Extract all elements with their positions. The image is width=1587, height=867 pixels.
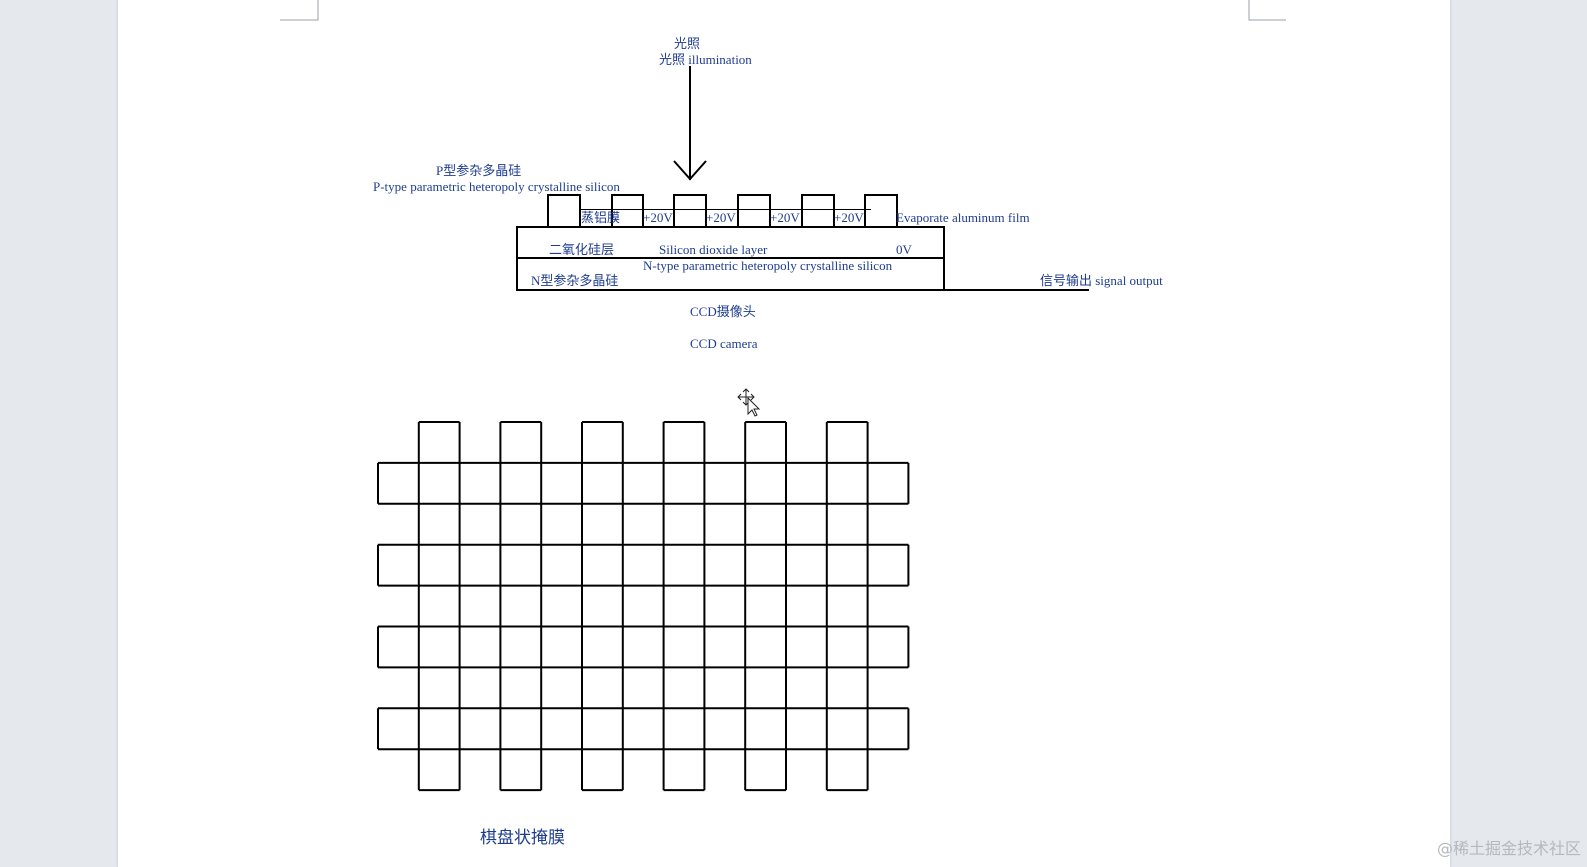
oxide-layer-divider (516, 257, 945, 259)
illumination-arrow (673, 66, 707, 181)
illumination-label: 光照 illumination (659, 52, 752, 67)
sio2-label-en: Silicon dioxide layer (659, 242, 768, 257)
p-type-label-en: P-type parametric heteropoly crystalline… (373, 179, 620, 194)
ccd-title-cn: CCD摄像头 (690, 304, 756, 319)
signal-output-line (943, 289, 1089, 291)
mask-caption: 棋盘状掩膜 (480, 828, 565, 847)
move-cursor-icon (737, 388, 761, 417)
ccd-title-en: CCD camera (690, 336, 758, 351)
aluminum-label-cn: 蒸铝膜 (581, 210, 621, 225)
voltage-label: +20V (643, 210, 673, 225)
aluminum-label-en: Evaporate aluminum film (896, 210, 1030, 225)
voltage-label: +20V (834, 210, 864, 225)
n-type-label-en: N-type parametric heteropoly crystalline… (643, 258, 893, 273)
page-corner-mark-right (1248, 0, 1286, 21)
voltage-label: +20V (706, 210, 736, 225)
watermark: @稀土掘金技术社区 (1436, 839, 1581, 858)
illumination-label-cn: 光照 (674, 36, 701, 51)
signal-output-label: 信号输出 signal output (1040, 273, 1163, 288)
page-corner-mark-left (280, 0, 319, 21)
p-type-label-cn: P型参杂多晶硅 (436, 163, 522, 178)
voltage-label: +20V (770, 210, 800, 225)
document-page (118, 0, 1450, 867)
n-type-label-cn: N型参杂多晶硅 (531, 273, 619, 288)
zero-volt-label: 0V (896, 242, 912, 257)
sio2-label-cn: 二氧化硅层 (549, 242, 615, 257)
aluminum-film-line (579, 209, 871, 210)
